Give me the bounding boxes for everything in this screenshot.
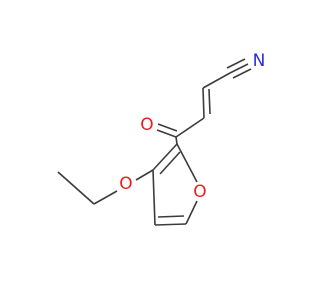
bond-furan-c4-c3 xyxy=(152,169,156,226)
bond-ethyl-c-c xyxy=(57,171,95,205)
bond-alkene-nitrile xyxy=(202,72,231,89)
bond-furan-o-c5 xyxy=(185,200,198,225)
bond-nitrile-triple-b xyxy=(229,63,249,74)
bond-furan-c3-c2-double xyxy=(159,151,181,175)
bond-ethyl-c-o xyxy=(93,190,118,205)
bond-alkene-c-c xyxy=(202,87,205,119)
bond-alkene-c-c-double xyxy=(208,88,211,115)
bond-furan-c5-c4 xyxy=(154,223,187,226)
bond-nitrile-triple-c xyxy=(232,68,252,79)
atom-label-nitrogen: N xyxy=(253,51,266,71)
bond-o-ring-c3 xyxy=(135,169,154,181)
bond-furan-c3-c2 xyxy=(152,143,178,171)
bond-carbonyl-c-o xyxy=(156,129,177,138)
bond-furan-c2-o xyxy=(176,143,198,183)
atom-label-oxygen-carbonyl: O xyxy=(140,115,153,135)
bond-carbonyl-alkene xyxy=(175,117,205,138)
bond-carbonyl-c-o-double xyxy=(157,123,178,132)
atom-label-oxygen-furan: O xyxy=(193,182,206,202)
molecule-structure: O O O N xyxy=(57,51,266,226)
bond-ring-carbonyl xyxy=(175,136,178,145)
bond-nitrile-triple-a xyxy=(226,58,246,69)
atom-label-oxygen-ethoxy: O xyxy=(119,174,132,194)
bond-furan-c5-c4-double xyxy=(157,215,185,218)
